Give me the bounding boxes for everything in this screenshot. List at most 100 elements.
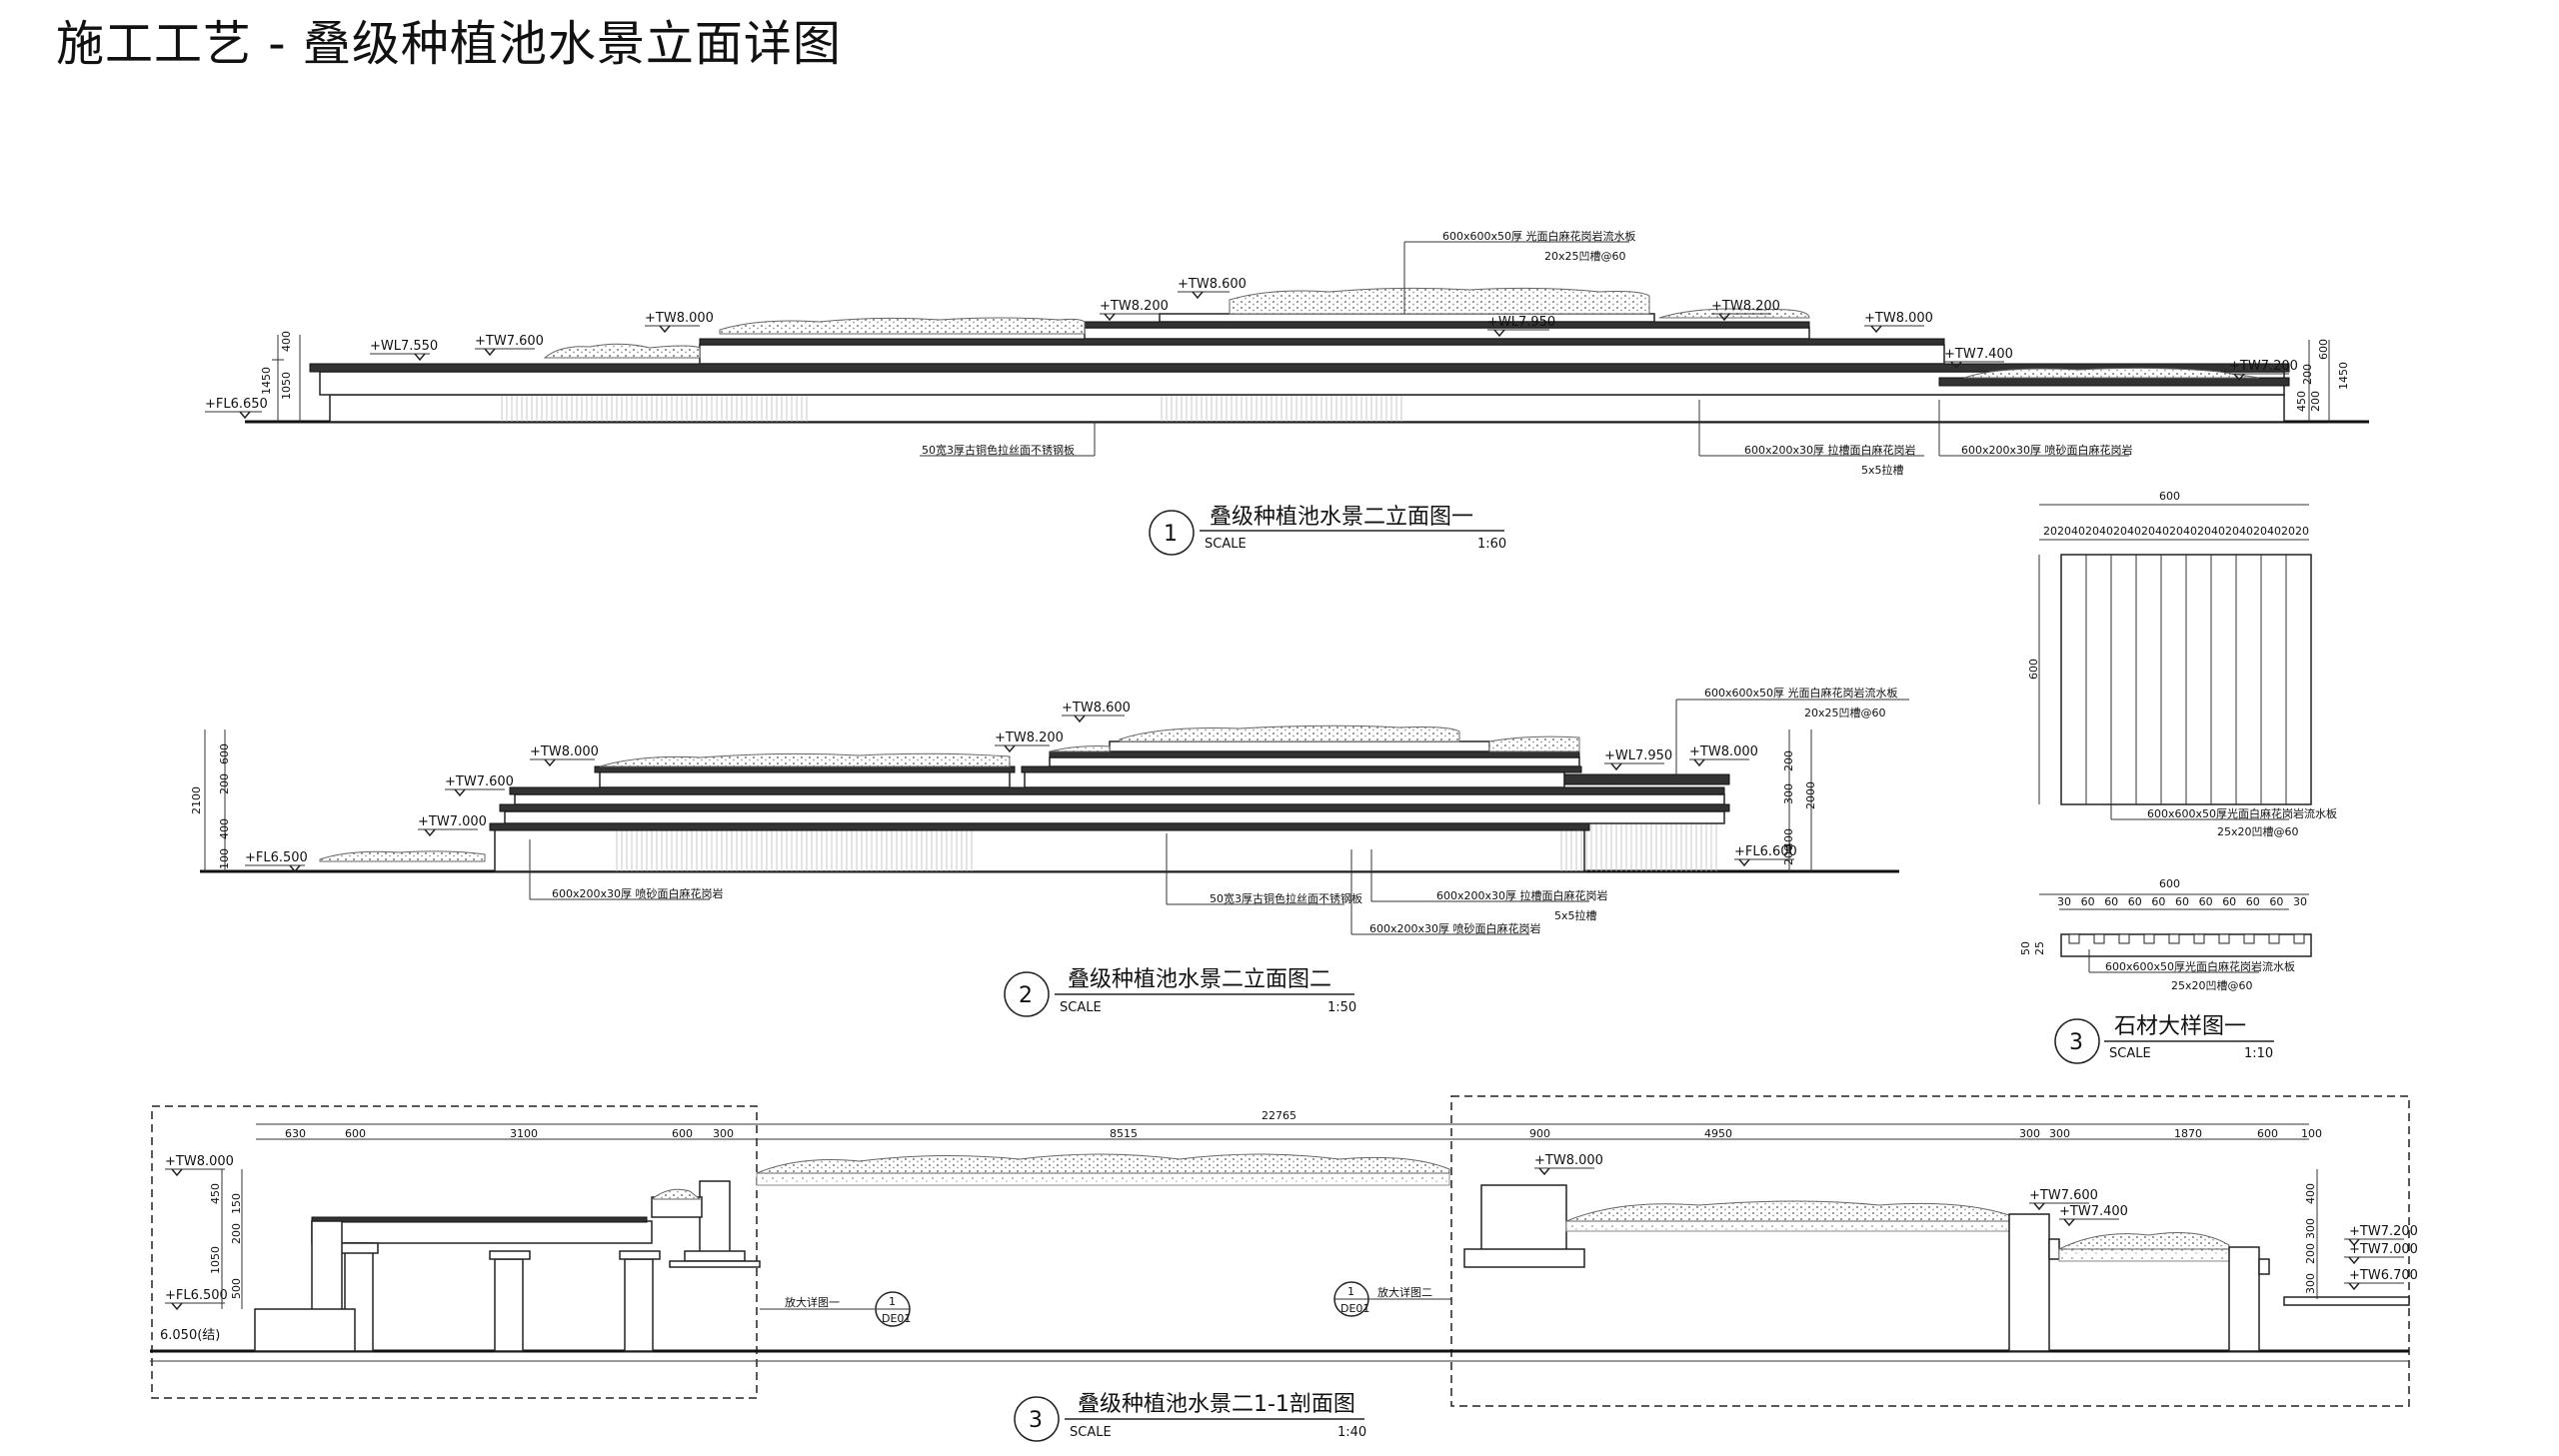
dim-1450-right: 1450 (2337, 362, 2350, 390)
dim-400: 400 (218, 818, 231, 839)
view-number: 3 (2069, 1030, 2083, 1055)
dim-r200: 200 (1782, 750, 1795, 771)
groove-slot (2293, 933, 2305, 944)
elev-wl7950: +WL7.950 (1604, 748, 1672, 763)
groove-slot (2193, 933, 2205, 944)
dim-r200b: 200 (1782, 844, 1795, 865)
view-caption: 叠级种植池水景二1-1剖面图 (1078, 1392, 1355, 1417)
note-granite1-1: 600x200x30厚 拉槽面白麻花岗岩 (1744, 443, 1916, 457)
stone-top-dim: 40 (2183, 525, 2197, 538)
stone-top-dim: 20 (2253, 525, 2267, 538)
stone-sec-dim: 60 (2081, 895, 2095, 908)
elevation-view-2: 600 2100 200 400 100 200 300 2000 400 20… (190, 686, 1909, 1017)
stone-note-2: 25x20凹槽@60 (2217, 825, 2299, 838)
sec-elev-base: 6.050(结) (160, 1328, 220, 1343)
elev-tw8000: +TW8.000 (645, 311, 714, 326)
elev-tw8000r: +TW8.000 (1689, 744, 1758, 759)
stone-sec-h2: 25 (2033, 941, 2046, 955)
view-caption: 叠级种植池水景二立面图一 (1210, 505, 1473, 530)
caption-view-2: 2 叠级种植池水景二立面图二 SCALE 1:50 (1004, 967, 1356, 1017)
sec-elev-tw6700: +TW6.700 (2349, 1268, 2418, 1283)
dim-1050: 1050 (280, 372, 293, 400)
elev-tw8200: +TW8.200 (995, 730, 1064, 745)
elevation-markers-2: +TW8.600 +TW8.200 +TW8.000 +TW7.600 +TW7… (245, 701, 1797, 873)
elev-tw7400: +TW7.400 (1944, 347, 2013, 362)
groove-slot (2118, 933, 2130, 944)
groove-slot (2243, 933, 2255, 944)
stone-sec-dim: 60 (2151, 895, 2165, 908)
sec-dim-450: 450 (209, 1183, 222, 1204)
detail-callout-1: 放大详图一 (785, 1295, 840, 1309)
sec-dim-1050: 1050 (209, 1246, 222, 1274)
groove-slot (2143, 933, 2155, 944)
stone-height: 600 (2027, 659, 2040, 680)
dim-2100: 2100 (190, 786, 203, 814)
elev-wl7550: +WL7.550 (370, 339, 438, 354)
elevation-view-1: 400 1450 1050 600 1450 200 450 200 +TW8.… (205, 229, 2369, 556)
view-caption: 叠级种植池水景二立面图二 (1068, 967, 1331, 992)
dim-200: 200 (218, 773, 231, 794)
stone-note-4: 25x20凹槽@60 (2171, 979, 2253, 992)
elev-tw8600: +TW8.600 (1178, 277, 1247, 292)
stone-sec-dim: 60 (2175, 895, 2189, 908)
note-slot-2: 5x5拉槽 (1554, 908, 1597, 922)
elev-wl7950: +WL7.950 (1487, 315, 1555, 330)
elev-tw8600: +TW8.600 (1062, 701, 1131, 716)
sec-rdim-300: 300 (2304, 1218, 2317, 1239)
dim-r400: 400 (1782, 828, 1795, 849)
stone-width: 600 (2159, 490, 2180, 503)
stone-sec-dim: 60 (2269, 895, 2283, 908)
elev-tw7600: +TW7.600 (475, 334, 544, 349)
section-top-dim: 300 (2049, 1127, 2070, 1140)
stone-top-dim: 40 (2239, 525, 2253, 538)
elev-tw7600: +TW7.600 (445, 774, 514, 789)
caption-section: 3 叠级种植池水景二1-1剖面图 SCALE 1:40 (1014, 1392, 1366, 1442)
stone-sec-width: 600 (2159, 877, 2180, 890)
detail-callout-2: 放大详图二 (1377, 1285, 1432, 1299)
groove-slot (2068, 933, 2080, 944)
dim-450-right: 450 (2295, 391, 2308, 412)
view-number: 2 (1019, 983, 1033, 1008)
sec-elev-tw7400: +TW7.400 (2059, 1204, 2128, 1219)
elev-tw8200a: +TW8.200 (1100, 299, 1169, 314)
detail-sub-1: DE01 (882, 1312, 911, 1325)
elev-tw8000b: +TW8.000 (1864, 311, 1933, 326)
elev-tw8000: +TW8.000 (530, 744, 599, 759)
stone-sec-dim: 30 (2293, 895, 2307, 908)
sec-rdim-300b: 300 (2304, 1273, 2317, 1294)
stone-top-dim: 20 (2043, 525, 2057, 538)
dim-1450: 1450 (260, 367, 273, 395)
dim-r2000: 2000 (1804, 781, 1817, 809)
groove-slot (2093, 933, 2105, 944)
sec-elev-tw7200: +TW7.200 (2349, 1224, 2418, 1239)
section-top-dim: 600 (2257, 1127, 2278, 1140)
dim-400: 400 (280, 331, 293, 352)
stone-top-dim: 20 (2281, 525, 2295, 538)
stone-sec-dim: 60 (2222, 895, 2236, 908)
note-groove-2: 20x25凹槽@60 (1804, 707, 1886, 720)
stone-top-dim: 20 (2197, 525, 2211, 538)
sec-elev-tw8000l: +TW8.000 (165, 1154, 234, 1169)
section-top-dim: 300 (713, 1127, 734, 1140)
view-number: 1 (1164, 522, 1178, 547)
sec-dim-500: 500 (230, 1278, 243, 1299)
section-top-dim: 8515 (1110, 1127, 1138, 1140)
sec-elev-tw7000: +TW7.000 (2349, 1242, 2418, 1257)
stone-top-dim: 40 (2155, 525, 2169, 538)
section-top-dim: 630 (285, 1127, 306, 1140)
section-top-dim: 600 (672, 1127, 693, 1140)
dim-600: 600 (218, 743, 231, 764)
sec-dim-150: 150 (230, 1193, 243, 1214)
stone-top-dim: 20 (2085, 525, 2099, 538)
elev-fl6500: +FL6.500 (245, 850, 308, 865)
note-steel-1: 50宽3厚古铜色拉丝面不锈钢板 (922, 443, 1075, 457)
stone-sec-h1: 50 (2019, 941, 2032, 955)
sec-elev-tw8000m: +TW8.000 (1534, 1153, 1603, 1168)
stone-sec-dim: 30 (2057, 895, 2071, 908)
view-number: 3 (1029, 1408, 1043, 1433)
stone-top-dim: 20 (2113, 525, 2127, 538)
